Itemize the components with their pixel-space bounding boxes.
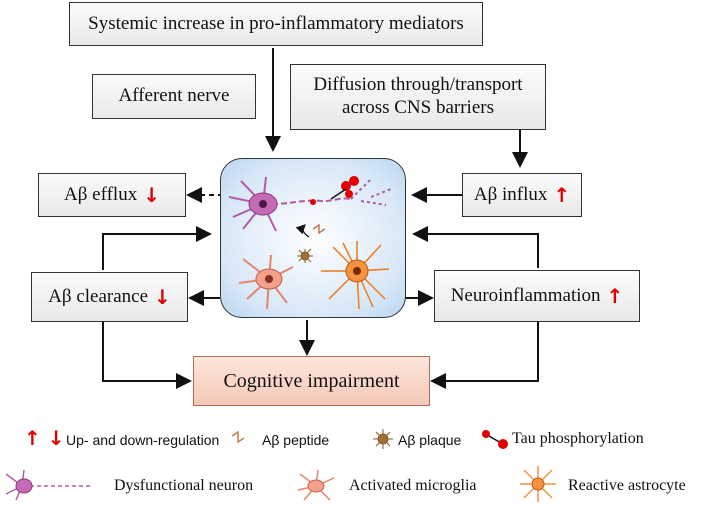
up-arrow-icon: ↑ [606, 284, 624, 308]
cognitive-impairment-box: Cognitive impairment [193, 356, 430, 406]
reactive-astrocyte-illustration [321, 241, 390, 310]
a-beta-plaque-icon [297, 248, 313, 263]
legend-peptide: Aβ peptide [262, 432, 330, 448]
legend-microglia: Activated microglia [349, 477, 477, 494]
efflux-label: Aβ efflux [64, 183, 138, 205]
arrow-clearance-to-cognitive [102, 322, 192, 389]
efflux-box: Aβ efflux ↓ [38, 173, 186, 217]
legend-astrocyte: Reactive astrocyte [568, 477, 686, 494]
neuroinflammation-label: Neuroinflammation [450, 284, 601, 306]
legend-plaque: Aβ plaque [398, 432, 462, 448]
clearance-label: Aβ clearance [48, 285, 149, 307]
diffusion-label-1: Diffusion through/transport [313, 74, 523, 96]
a-beta-peptide-icon [312, 223, 326, 235]
up-down-arrows-icon: ↑ ↓ [24, 426, 65, 450]
down-arrow-icon: ↓ [143, 183, 160, 207]
arrow-neuroinflammation-to-cognitive [430, 322, 539, 389]
systemic-box: Systemic increase in pro-inflammatory me… [69, 2, 483, 46]
diffusion-box: Diffusion through/transport across CNS b… [290, 64, 546, 130]
up-arrow-icon: ↑ [553, 183, 571, 207]
tau-phosphorylation-illustration [310, 176, 359, 205]
arrow-neuroinflammation-loop [412, 226, 539, 268]
brain-environment-panel [220, 158, 406, 318]
systemic-label: Systemic increase in pro-inflammatory me… [88, 12, 464, 34]
influx-label: Aβ influx [473, 183, 548, 205]
clearance-box: Aβ clearance ↓ [31, 272, 188, 322]
afferent-label: Afferent nerve [118, 85, 230, 107]
down-arrow-icon: ↓ [154, 285, 171, 309]
influx-box: Aβ influx ↑ [462, 173, 582, 217]
legend-updown: Up- and down-regulation [66, 432, 220, 448]
neuroinflammation-box: Neuroinflammation ↑ [434, 270, 640, 322]
dysfunctional-neuron-illustration [228, 176, 392, 232]
cell-illustrations [228, 176, 392, 310]
afferent-box: Afferent nerve [92, 74, 256, 119]
legend-neuron: Dysfunctional neuron [114, 477, 254, 494]
activated-microglia-illustration [238, 254, 294, 310]
diffusion-label-2: across CNS barriers [342, 97, 494, 118]
arrow-clearance-loop [102, 226, 212, 270]
cognitive-label: Cognitive impairment [223, 370, 400, 392]
legend-tau: Tau phosphorylation [512, 430, 644, 447]
